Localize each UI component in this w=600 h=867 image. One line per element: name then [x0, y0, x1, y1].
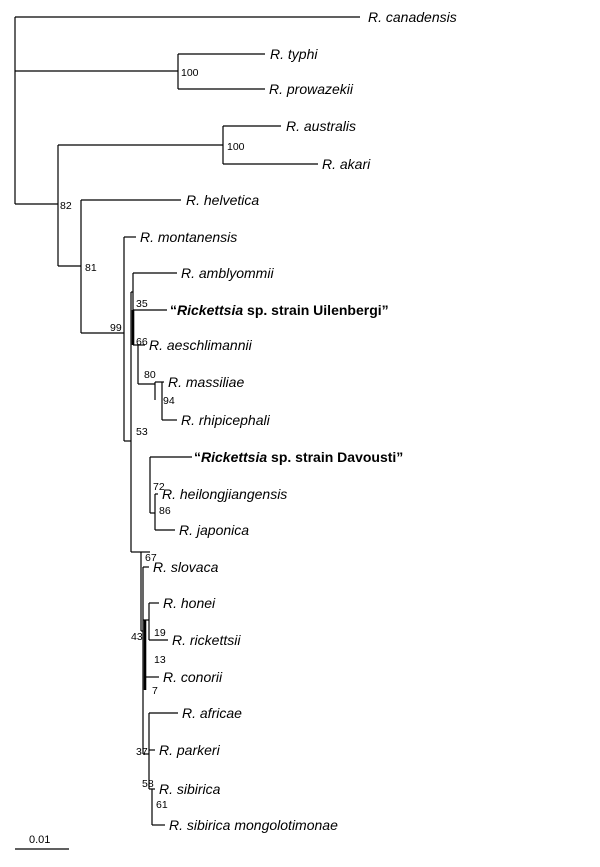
taxon-honei: R. honei: [163, 595, 216, 611]
support-node-61: 61: [156, 799, 168, 811]
support-node-72: 72: [153, 481, 165, 493]
taxon-uilenbergi-rest: sp. strain Uilenbergi”: [243, 302, 388, 318]
support-node-67: 67: [145, 552, 157, 564]
support-node-7: 7: [152, 685, 158, 697]
taxon-australis: R. australis: [286, 118, 356, 134]
taxon-slovaca: R. slovaca: [153, 559, 219, 575]
taxon-canadensis: R. canadensis: [368, 9, 457, 25]
support-node-43: 43: [131, 631, 143, 643]
taxon-davousti-genus: Rickettsia: [201, 449, 267, 465]
taxon-uilenbergi-genus: Rickettsia: [177, 302, 243, 318]
taxon-africae: R. africae: [182, 705, 242, 721]
support-australis-akari: 100: [227, 141, 245, 153]
support-node-80: 80: [144, 369, 156, 381]
taxon-heilongjiangensis: R. heilongjiangensis: [162, 486, 287, 502]
taxon-aeschlimannii: R. aeschlimannii: [149, 337, 253, 353]
taxon-uilenbergi-open-quote: “: [170, 302, 177, 318]
scale-bar-label: 0.01: [29, 834, 50, 846]
support-values: 100 100 82 81 99 35 66 80 94 53 72 86 67…: [60, 67, 245, 811]
taxon-parkeri: R. parkeri: [159, 742, 221, 758]
taxon-typhi: R. typhi: [270, 46, 318, 62]
taxon-conorii: R. conorii: [163, 669, 223, 685]
scale-bar: 0.01: [15, 834, 69, 850]
support-node-13: 13: [154, 654, 166, 666]
support-typhus-group: 100: [181, 67, 199, 79]
support-node-94: 94: [163, 395, 175, 407]
taxon-montanensis: R. montanensis: [140, 229, 237, 245]
taxon-amblyommii: R. amblyommii: [181, 265, 274, 281]
support-node-53: 53: [136, 426, 148, 438]
taxon-japonica: R. japonica: [179, 522, 249, 538]
taxon-labels: R. canadensis R. typhi R. prowazekii R. …: [140, 9, 457, 833]
tree-branches: [14, 16, 360, 826]
taxon-sibirica-mongolotimonae: R. sibirica mongolotimonae: [169, 817, 338, 833]
support-node-66: 66: [136, 336, 148, 348]
taxon-massiliae: R. massiliae: [168, 374, 244, 390]
taxon-prowazekii: R. prowazekii: [269, 81, 354, 97]
support-node-81: 81: [85, 262, 97, 274]
taxon-sibirica: R. sibirica: [159, 781, 221, 797]
support-node-99: 99: [110, 322, 122, 334]
support-node-58: 58: [142, 778, 154, 790]
support-node-35: 35: [136, 298, 148, 310]
taxon-davousti-rest: sp. strain Davousti”: [267, 449, 403, 465]
taxon-rickettsii: R. rickettsii: [172, 632, 241, 648]
support-node-86: 86: [159, 505, 171, 517]
support-node-82: 82: [60, 200, 72, 212]
support-node-37: 37: [136, 746, 148, 758]
taxon-uilenbergi: “Rickettsia sp. strain Uilenbergi”: [170, 302, 389, 318]
support-node-19: 19: [154, 627, 166, 639]
taxon-davousti-open-quote: “: [194, 449, 201, 465]
taxon-helvetica: R. helvetica: [186, 192, 259, 208]
taxon-davousti: “Rickettsia sp. strain Davousti”: [194, 449, 403, 465]
taxon-rhipicephali: R. rhipicephali: [181, 412, 271, 428]
taxon-akari: R. akari: [322, 156, 371, 172]
